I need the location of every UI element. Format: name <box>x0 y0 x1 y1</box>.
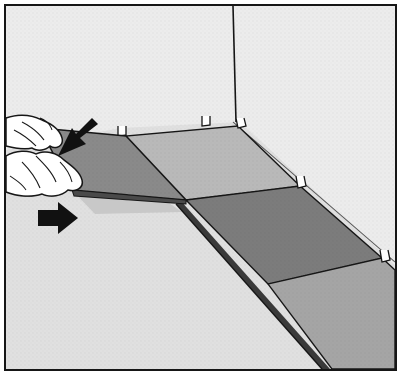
upper-hand <box>5 114 64 151</box>
wall-corner-line <box>232 5 237 123</box>
illustration-border <box>4 4 397 371</box>
spacer-4 <box>295 175 307 189</box>
arrow-right-icon <box>38 202 78 234</box>
arrow-down-left-icon <box>58 118 98 156</box>
tile-row-edge <box>176 200 330 369</box>
angled-tile-edge <box>71 189 187 205</box>
spacer-1 <box>117 126 127 137</box>
lower-hand <box>5 150 84 197</box>
spacer-3 <box>235 117 247 129</box>
spacer-5 <box>379 249 391 263</box>
wall-spacers <box>117 116 391 263</box>
spacer-2 <box>201 116 211 127</box>
